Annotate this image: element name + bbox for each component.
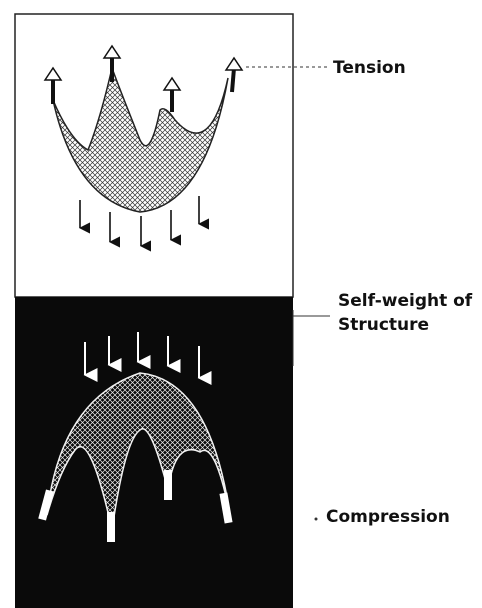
self-weight-label: Self-weight of Structure <box>338 289 472 337</box>
tension-label: Tension <box>333 56 406 80</box>
compression-panel <box>15 297 293 608</box>
tension-panel <box>15 14 293 297</box>
self-weight-line1: Self-weight of <box>338 289 472 313</box>
compression-label: Compression <box>326 505 450 529</box>
self-weight-line2: Structure <box>338 313 472 337</box>
compression-dot <box>315 518 318 521</box>
